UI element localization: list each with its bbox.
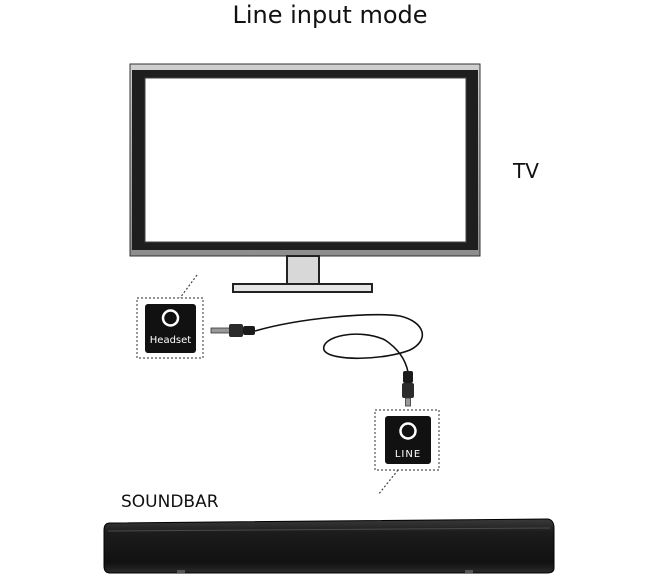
soundbar-icon — [103, 518, 555, 574]
headset-port-label: Headset — [150, 335, 192, 346]
monitor-icon — [129, 63, 481, 293]
tv-label: TV — [513, 159, 539, 183]
line-in-jack-icon — [374, 409, 440, 496]
soundbar-label: SOUNDBAR — [121, 492, 219, 512]
line-port-label: LINE — [395, 449, 421, 460]
aux-cable-icon — [210, 313, 424, 407]
page-title: Line input mode — [232, 1, 428, 29]
headphone-jack-icon — [136, 274, 204, 359]
